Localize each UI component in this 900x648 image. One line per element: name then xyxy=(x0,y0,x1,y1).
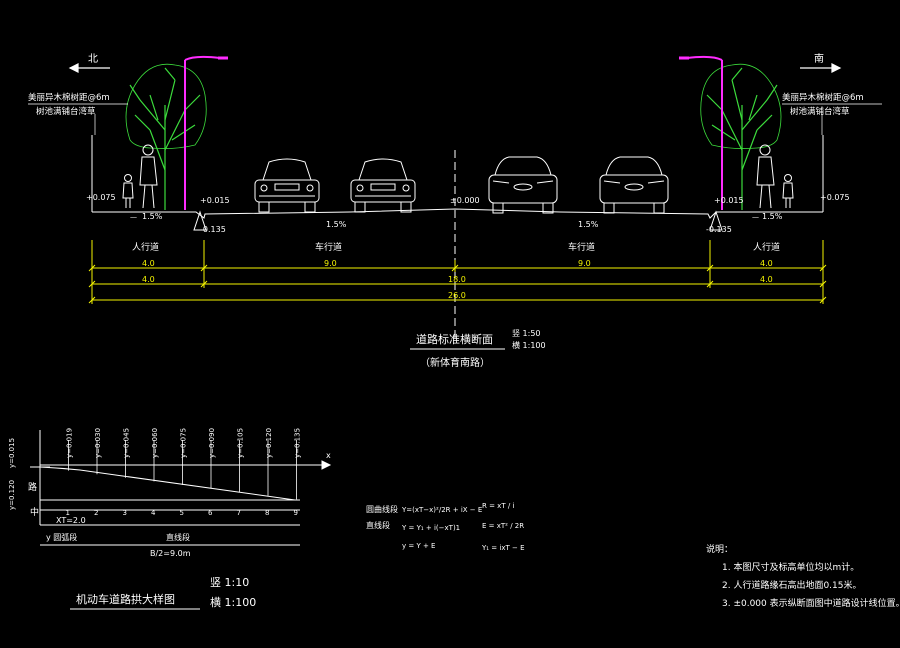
crown-center: 中 xyxy=(30,506,39,518)
formula-r1: R = xT / i xyxy=(482,502,514,510)
crown-y-mid: y=0.120 xyxy=(8,480,16,510)
crown-scale-h: 横 1:100 xyxy=(210,595,256,609)
dim-row2-road: 18.0 xyxy=(448,275,466,284)
crown-scale-v: 竖 1:10 xyxy=(210,576,249,589)
pedestrian-left xyxy=(122,144,158,209)
tree-note-right-2: 树池满铺台湾草 xyxy=(790,106,850,117)
elev-right-low: -0.135 xyxy=(706,225,732,234)
crown-half-width: B/2=9.0m xyxy=(150,549,191,558)
zone-right-road: 车行道 xyxy=(568,241,595,253)
crown-top-value: y=0.045 xyxy=(123,428,131,458)
elev-center: ±0.000 xyxy=(450,196,480,205)
crown-top-value: y=0.090 xyxy=(208,428,216,458)
slope-left-walk-prefix: — xyxy=(130,213,137,221)
formula-r3: Y₁ = ixT − E xyxy=(481,544,525,552)
crown-top-value: y=0.135 xyxy=(294,428,302,458)
crown-line: 直线段 xyxy=(166,532,190,542)
crown-detail xyxy=(30,430,332,546)
elev-right-curb: +0.015 xyxy=(714,196,744,205)
formula-line-seg: 直线段 xyxy=(366,520,390,530)
crown-xt: XT=2.0 xyxy=(56,516,86,525)
right-curb xyxy=(709,210,723,231)
crown-tick-label: 7 xyxy=(237,509,241,517)
crown-tick-label: 3 xyxy=(123,509,127,517)
note-1: 1. 本图尺寸及标高单位均以m计。 xyxy=(722,561,859,573)
tree-left xyxy=(125,63,207,210)
note-2: 2. 人行道路缘石高出地面0.15米。 xyxy=(722,579,862,591)
crown-tick-label: 4 xyxy=(151,509,156,517)
formula-1: Y=(xT−x)²/2R + iX − E xyxy=(401,506,482,514)
elev-left-outer: +0.075 xyxy=(86,193,116,202)
crown-tick-label: 8 xyxy=(265,509,269,517)
crown-top-value: y=0.019 xyxy=(66,428,74,458)
direction-right xyxy=(800,63,842,73)
crown-top-value: y=0.105 xyxy=(237,428,245,458)
left-curb xyxy=(193,210,207,231)
dim-right-road: 9.0 xyxy=(578,259,591,268)
dim-right-walk: 4.0 xyxy=(760,259,773,268)
dim-row2-right: 4.0 xyxy=(760,275,773,284)
formula-3: y = Y + E xyxy=(402,542,435,550)
direction-left xyxy=(68,63,110,73)
tree-note-right-1: 美丽异木棉树距@6m xyxy=(782,92,864,103)
elev-left-curb: +0.015 xyxy=(200,196,230,205)
direction-left-label: 北 xyxy=(88,53,98,65)
tree-note-left-1: 美丽异木棉树距@6m xyxy=(28,92,110,103)
zone-left-road: 车行道 xyxy=(315,241,342,253)
crown-top-value: y=0.075 xyxy=(180,428,188,458)
notes-header: 说明： xyxy=(706,543,733,555)
road-cross-section xyxy=(91,135,824,340)
note-3: 3. ±0.000 表示纵断面图中道路设计线位置。 xyxy=(722,597,900,609)
lamp-post-left xyxy=(184,55,228,210)
zone-right-walk: 人行道 xyxy=(753,241,780,253)
direction-right-label: 南 xyxy=(814,52,824,65)
slope-right-road: 1.5% xyxy=(578,220,599,229)
dim-left-walk: 4.0 xyxy=(142,259,155,268)
crown-tick-label: 1 xyxy=(66,509,70,517)
formulas: 圆曲线段 直线段 Y=(xT−x)²/2R + iX − E Y = Y₁ + … xyxy=(366,502,525,552)
tree-right xyxy=(700,63,782,210)
crown-y-top: y=0.015 xyxy=(8,438,16,468)
section-title: 道路标准横断面 xyxy=(416,332,493,346)
zone-left-walk: 人行道 xyxy=(132,241,159,253)
pedestrian-right xyxy=(756,144,794,209)
formula-2: Y = Y₁ + i(−xT)1 xyxy=(401,524,460,532)
dim-row2-left: 4.0 xyxy=(142,275,155,284)
elev-left-low: -0.135 xyxy=(200,225,226,234)
crown-arc: y 圆弧段 xyxy=(46,532,77,542)
slope-right-walk: 1.5% xyxy=(762,212,783,221)
tree-note-left-2: 树池满铺台湾草 xyxy=(36,106,96,117)
slope-left-road: 1.5% xyxy=(326,220,347,229)
crown-top-value: y=0.120 xyxy=(265,428,273,458)
car-right-1 xyxy=(488,156,558,214)
crown-tick-label: 5 xyxy=(180,509,184,517)
notes: 说明： 1. 本图尺寸及标高单位均以m计。 2. 人行道路缘石高出地面0.15米… xyxy=(706,543,900,609)
crown-ticks xyxy=(68,440,297,500)
crown-axis-x: x xyxy=(326,451,331,460)
section-scale-v: 竖 1:50 xyxy=(512,329,541,338)
car-left-2 xyxy=(350,158,416,213)
lamp-post-right xyxy=(679,55,723,210)
crown-top-value: y=0.060 xyxy=(151,428,159,458)
slope-left-walk: 1.5% xyxy=(142,212,163,221)
dim-left-road: 9.0 xyxy=(324,259,337,268)
slope-right-walk-prefix: — xyxy=(752,213,759,221)
crown-title: 机动车道路拱大样图 xyxy=(76,592,175,606)
dimension-lines xyxy=(88,240,827,304)
elev-right-outer: +0.075 xyxy=(820,193,850,202)
crown-tick-label: 6 xyxy=(208,509,213,517)
formula-r2: E = xT² / 2R xyxy=(482,522,524,530)
car-left-1 xyxy=(254,158,320,213)
section-subtitle: （新体育南路） xyxy=(420,356,490,369)
crown-tick-label: 9 xyxy=(294,509,298,517)
car-right-2 xyxy=(599,156,669,214)
crown-tick-label: 2 xyxy=(94,509,98,517)
section-scale-h: 横 1:100 xyxy=(512,340,546,350)
formula-arc-seg: 圆曲线段 xyxy=(366,504,398,514)
crown-road-label: 路 xyxy=(28,481,37,493)
dim-total: 26.0 xyxy=(448,291,466,300)
crown-top-value: y=0.030 xyxy=(94,428,102,458)
